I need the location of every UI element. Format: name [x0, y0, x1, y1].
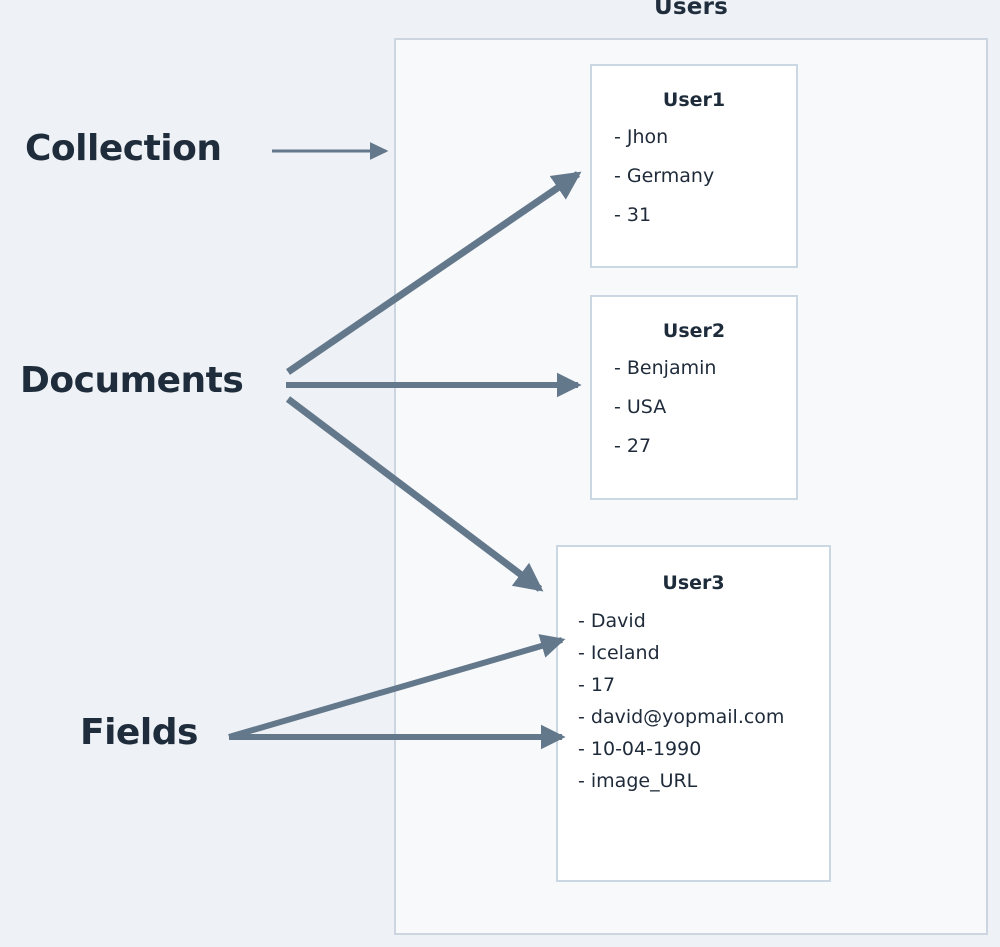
collection-title: Users [654, 0, 728, 20]
document-card-user2[interactable]: User2 - Benjamin - USA - 27 [590, 295, 798, 500]
label-fields: Fields [80, 712, 198, 753]
field-item: - Germany [614, 165, 715, 187]
field-item: - image_URL [578, 770, 698, 792]
field-item: - David [578, 610, 646, 632]
document-card-user1[interactable]: User1 - Jhon - Germany - 31 [590, 64, 798, 268]
label-collection: Collection [25, 128, 222, 169]
field-item: - 27 [614, 435, 652, 457]
field-item: - Iceland [578, 642, 660, 664]
field-item: - Benjamin [614, 357, 717, 379]
document-card-user3[interactable]: User3 - David - Iceland - 17 - david@yop… [556, 545, 831, 882]
field-list: - Benjamin - USA - 27 [592, 349, 796, 466]
field-item: - 10-04-1990 [578, 738, 702, 760]
field-list: - David - Iceland - 17 - david@yopmail.c… [558, 605, 829, 797]
field-item: - david@yopmail.com [578, 706, 785, 728]
document-title: User1 [662, 89, 726, 111]
field-item: - Jhon [614, 126, 669, 148]
field-item: - 17 [578, 674, 616, 696]
field-item: - 31 [614, 204, 652, 226]
field-item: - USA [614, 396, 667, 418]
field-list: - Jhon - Germany - 31 [592, 118, 796, 235]
document-title: User2 [662, 320, 726, 342]
label-documents: Documents [20, 360, 244, 401]
document-title: User3 [662, 572, 725, 594]
